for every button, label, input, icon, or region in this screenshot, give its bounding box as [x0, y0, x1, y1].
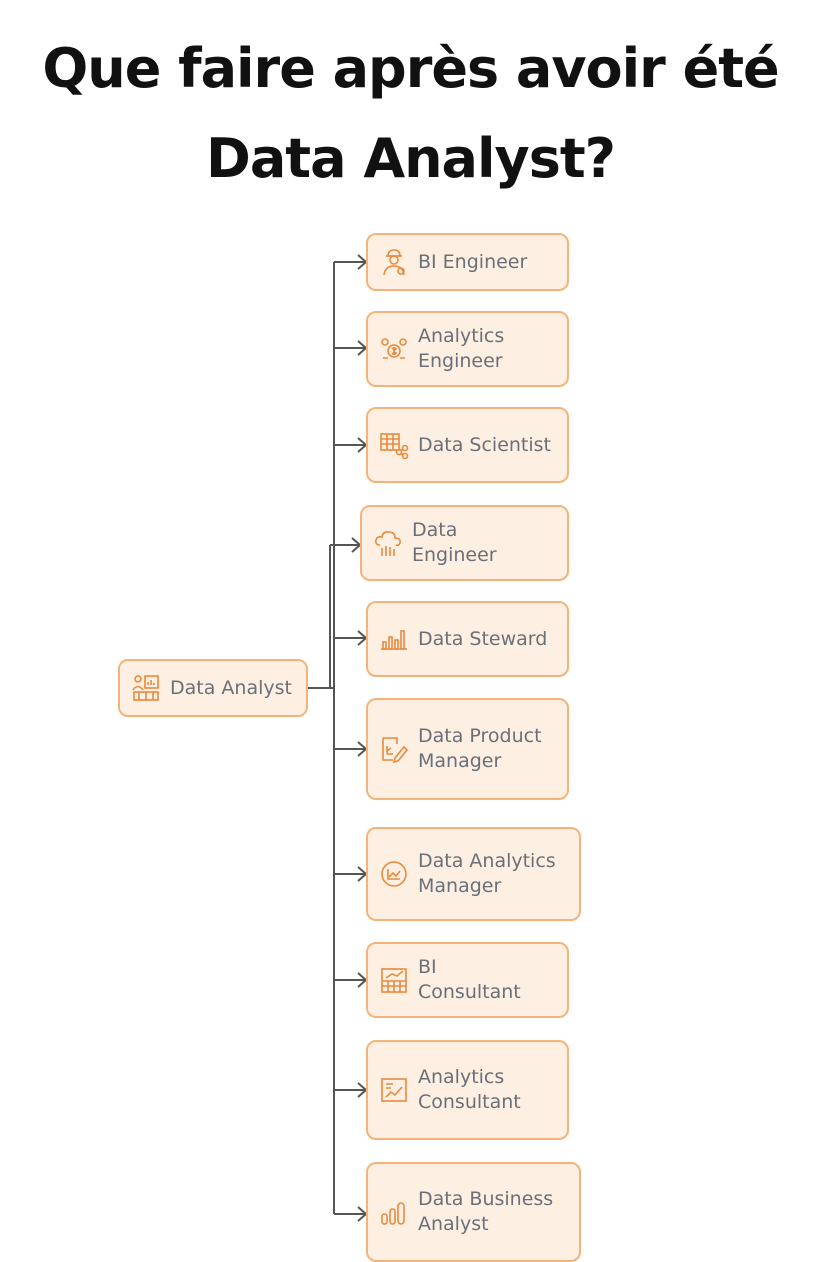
node-label: Data Steward — [418, 627, 548, 650]
node-label: Data Product Manager — [418, 725, 542, 772]
edit-chart-icon — [378, 733, 410, 765]
money-gears-icon — [378, 333, 410, 365]
node-label: Data Business Analyst — [418, 1188, 554, 1235]
node-label: Data Engineer — [412, 519, 497, 566]
cloud-data-icon — [372, 527, 404, 559]
node-label: Data Analyst — [170, 676, 292, 699]
table-network-icon — [378, 429, 410, 461]
bar-chart-icon — [378, 623, 410, 655]
node-bi-consultant: BI Consultant — [366, 942, 569, 1018]
node-data-product-manager: Data Product Manager — [366, 698, 569, 800]
node-label: Data Analytics Manager — [418, 850, 556, 897]
page-title-line-2: Data Analyst? — [206, 127, 616, 190]
node-data-business-analyst: Data Business Analyst — [366, 1162, 581, 1262]
node-data-scientist: Data Scientist — [366, 407, 569, 483]
node-data-engineer: Data Engineer — [360, 505, 569, 581]
node-data-analytics-manager: Data Analytics Manager — [366, 827, 581, 921]
engineer-icon — [378, 246, 410, 278]
node-label: BI Consultant — [418, 956, 521, 1003]
presentation-icon — [130, 672, 162, 704]
node-label: BI Engineer — [418, 250, 528, 273]
node-data-analyst: Data Analyst — [118, 659, 308, 717]
node-data-steward: Data Steward — [366, 601, 569, 677]
trend-circle-icon — [378, 858, 410, 890]
chart-grid-icon — [378, 964, 410, 996]
node-analytics-consultant: Analytics Consultant — [366, 1040, 569, 1140]
report-icon — [378, 1074, 410, 1106]
node-label: Data Scientist — [418, 433, 551, 456]
node-label: Analytics Consultant — [418, 1066, 521, 1113]
page-title-line-1: Que faire après avoir été — [42, 37, 779, 100]
node-label: Analytics Engineer — [418, 325, 505, 372]
node-bi-engineer: BI Engineer — [366, 233, 569, 291]
node-analytics-engineer: Analytics Engineer — [366, 311, 569, 387]
coins-chart-icon — [378, 1196, 410, 1228]
